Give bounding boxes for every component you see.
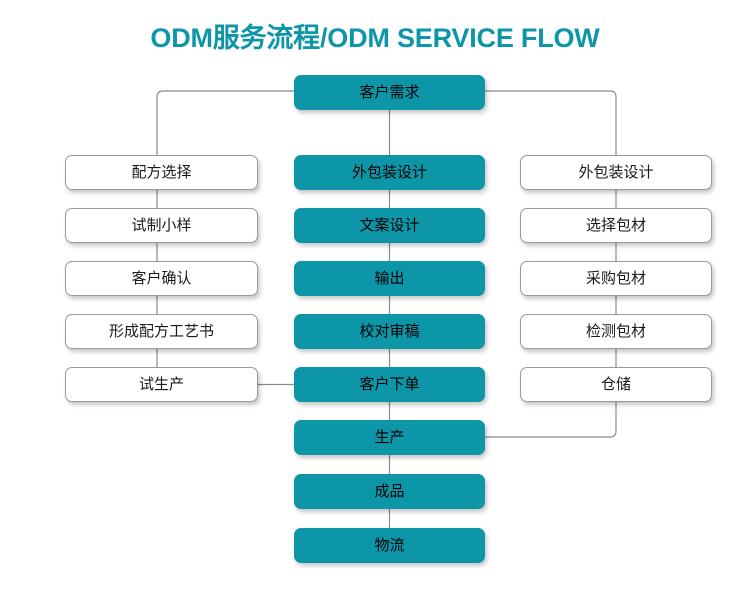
node-label: 客户需求 xyxy=(359,84,420,101)
node-formula-selection[interactable]: 配方选择 xyxy=(65,155,258,190)
page-title: ODM服务流程/ODM SERVICE FLOW xyxy=(150,23,600,53)
node-label: 配方选择 xyxy=(131,164,192,181)
node-select-packaging-material[interactable]: 选择包材 xyxy=(520,208,712,243)
node-label: 外包装设计 xyxy=(351,164,427,181)
node-label: 物流 xyxy=(374,537,405,554)
node-copywriting-design[interactable]: 文案设计 xyxy=(294,208,485,243)
node-proofreading-review[interactable]: 校对审稿 xyxy=(294,314,485,349)
edge-root-to-right xyxy=(485,90,617,155)
node-customer-order[interactable]: 客户下单 xyxy=(294,367,485,402)
node-outer-package-design-mid[interactable]: 外包装设计 xyxy=(294,155,485,190)
edge-R5-M6 xyxy=(485,402,617,438)
node-label: 选择包材 xyxy=(585,217,646,234)
node-label: 试制小样 xyxy=(131,217,192,234)
node-trial-production[interactable]: 试生产 xyxy=(65,367,258,402)
node-label: 形成配方工艺书 xyxy=(108,323,214,340)
node-customer-confirmation[interactable]: 客户确认 xyxy=(65,261,258,296)
node-label: 客户确认 xyxy=(131,270,192,287)
node-label: 检测包材 xyxy=(585,323,646,340)
node-label: 外包装设计 xyxy=(578,164,654,181)
edge-root-to-left xyxy=(156,90,294,155)
node-label: 客户下单 xyxy=(359,376,420,393)
node-trial-sample[interactable]: 试制小样 xyxy=(65,208,258,243)
node-label: 文案设计 xyxy=(359,217,420,234)
node-purchase-packaging-material[interactable]: 采购包材 xyxy=(520,261,712,296)
node-logistics[interactable]: 物流 xyxy=(294,528,485,563)
node-warehousing[interactable]: 仓储 xyxy=(520,367,712,402)
node-customer-requirement[interactable]: 客户需求 xyxy=(294,75,485,110)
node-label: 校对审稿 xyxy=(359,323,420,340)
node-inspect-packaging-material[interactable]: 检测包材 xyxy=(520,314,712,349)
node-production[interactable]: 生产 xyxy=(294,420,485,455)
node-label: 成品 xyxy=(374,483,405,500)
node-label: 试生产 xyxy=(138,376,184,393)
node-finished-product[interactable]: 成品 xyxy=(294,474,485,509)
node-label: 生产 xyxy=(374,429,405,446)
node-label: 仓储 xyxy=(600,376,631,393)
node-label: 输出 xyxy=(374,270,405,287)
node-outer-package-design-right[interactable]: 外包装设计 xyxy=(520,155,712,190)
node-output[interactable]: 输出 xyxy=(294,261,485,296)
node-label: 采购包材 xyxy=(585,270,646,287)
node-formula-process-document[interactable]: 形成配方工艺书 xyxy=(65,314,258,349)
